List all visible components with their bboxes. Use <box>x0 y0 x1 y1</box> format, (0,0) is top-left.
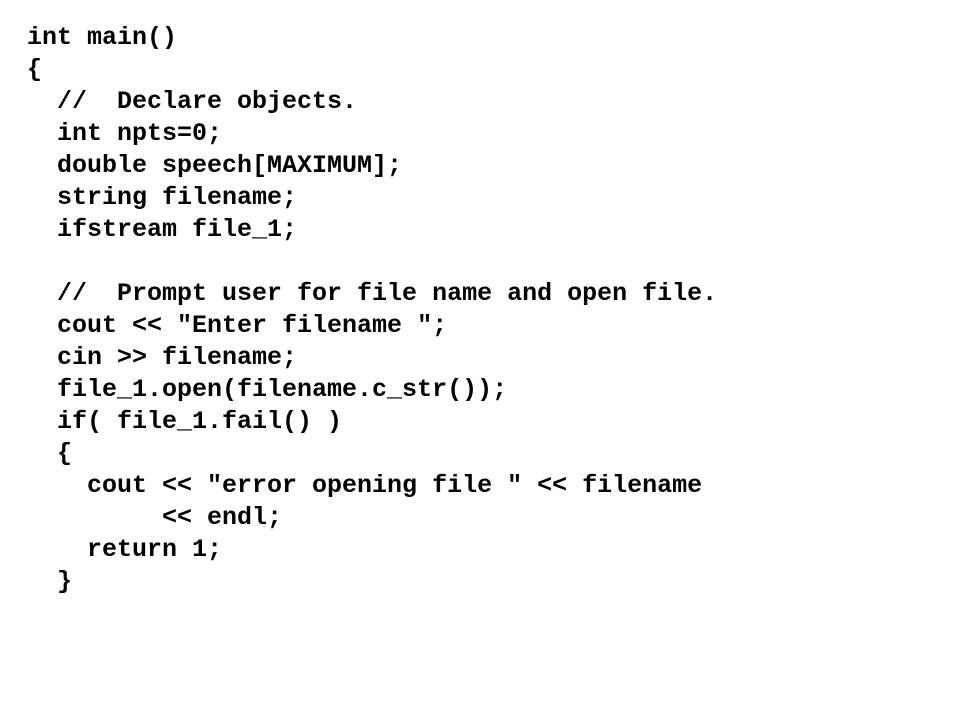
code-line: } <box>27 567 73 596</box>
code-line: // Prompt user for file name and open fi… <box>27 279 718 308</box>
code-line: cout << "Enter filename "; <box>27 311 448 340</box>
code-line: { <box>27 55 43 84</box>
code-line: int npts=0; <box>27 119 223 148</box>
code-listing: int main() { // Declare objects. int npt… <box>27 22 717 598</box>
code-line: string filename; <box>27 183 298 212</box>
code-line: ifstream file_1; <box>27 215 298 244</box>
code-line: // Declare objects. <box>27 87 358 116</box>
code-line: << endl; <box>27 503 283 532</box>
code-line: cin >> filename; <box>27 343 298 372</box>
code-line: cout << "error opening file " << filenam… <box>27 471 703 500</box>
code-line: double speech[MAXIMUM]; <box>27 151 403 180</box>
code-line <box>27 246 717 278</box>
code-line: if( file_1.fail() ) <box>27 407 343 436</box>
code-line: return 1; <box>27 535 223 564</box>
code-line: int main() <box>27 23 178 52</box>
code-line: { <box>27 439 73 468</box>
code-line: file_1.open(filename.c_str()); <box>27 375 508 404</box>
